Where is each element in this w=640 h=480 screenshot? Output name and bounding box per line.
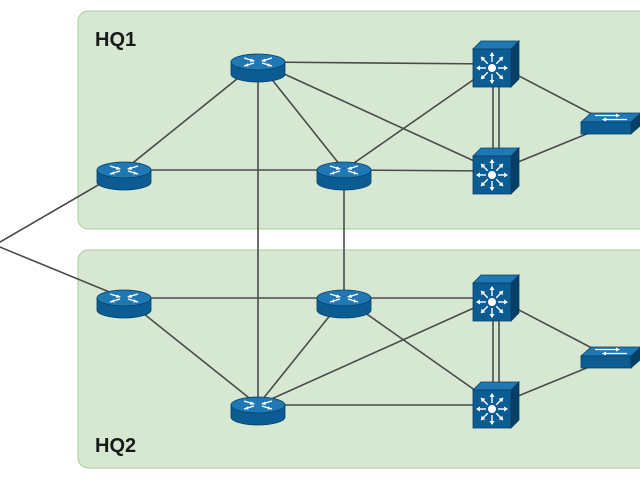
hq2-router-mid-router-icon [316, 289, 372, 319]
hq2-router-bottom-router-icon [230, 396, 286, 426]
zone-label-hq1: HQ1 [95, 29, 136, 51]
zone-label-hq2: HQ2 [95, 435, 136, 457]
link-hq1-router-top-to-hq1-l3switch-bottom [257, 61, 497, 172]
link-hq1-router-top-to-hq1-l3switch-top [257, 61, 497, 65]
link-hq1-router-mid-to-hq1-l3switch-top [343, 63, 497, 171]
link-hq2-router-bottom-to-hq2-l3switch-top [257, 297, 497, 406]
hq1-l3switch-bottom-l3-switch-icon [472, 147, 520, 195]
devices-layer [96, 40, 640, 429]
link-hq2-router-mid-to-hq2-l3switch-bottom [343, 297, 497, 406]
zones-layer: HQ1 HQ2 [77, 10, 640, 469]
link-wan-to-hq2-router-left [0, 246, 125, 299]
hq1-l3switch-top-l3-switch-icon [472, 40, 520, 88]
hq2-router-left-router-icon [96, 289, 152, 319]
hq2-l3switch-bottom-l3-switch-icon [472, 381, 520, 429]
hq1-router-top-router-icon [230, 53, 286, 83]
zone-hq1 [77, 10, 640, 230]
hq1-router-mid-router-icon [316, 161, 372, 191]
hq2-switch-switch-icon [579, 346, 640, 369]
hq2-l3switch-top-l3-switch-icon [472, 274, 520, 322]
link-hq2-router-left-to-hq2-router-bottom [123, 297, 259, 406]
hq1-switch-switch-icon [579, 112, 640, 135]
hq1-router-left-router-icon [96, 161, 152, 191]
link-hq1-router-top-to-hq1-router-left [123, 61, 259, 171]
